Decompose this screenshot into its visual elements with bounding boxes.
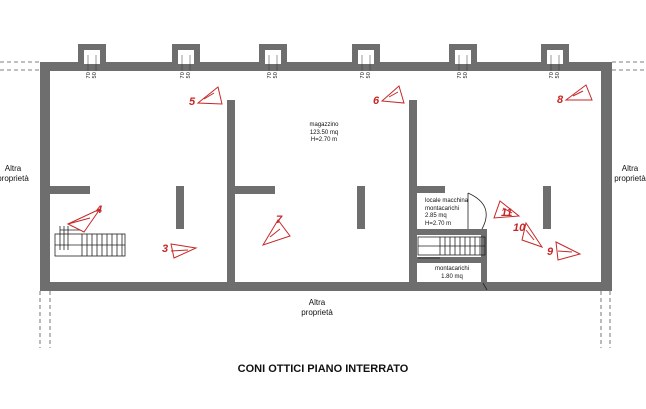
window-dim-4: 70 50 xyxy=(360,72,372,79)
cone-7-label: 7 xyxy=(276,214,283,226)
window-dim-1: 70 50 xyxy=(86,72,98,79)
label-locale-macchina: locale macchina montacarichi 2.85 mq H=2… xyxy=(425,198,469,227)
window-dim-6: 70 50 xyxy=(549,72,561,79)
cone-6-label: 6 xyxy=(373,95,380,107)
cone-10-label: 10 xyxy=(513,222,526,234)
cone-11-label: 11 xyxy=(501,207,513,219)
label-montacarichi: montacarichi 1.80 mq xyxy=(434,266,469,280)
outer-walls xyxy=(40,62,612,291)
label-altra-right: Altra proprietà xyxy=(614,164,646,183)
stairs-right xyxy=(417,236,486,259)
label-magazzino: magazzino 123.50 mq H=2.70 m xyxy=(309,122,339,143)
window-wells xyxy=(78,44,569,64)
cone-3-label: 3 xyxy=(162,243,169,255)
cone-4-label: 4 xyxy=(96,204,103,216)
cone-5-label: 5 xyxy=(189,96,196,108)
cone-9-label: 9 xyxy=(547,246,554,258)
label-altra-bottom: Altra proprietà xyxy=(301,298,333,317)
window-dim-3: 70 50 xyxy=(267,72,279,79)
door-swing xyxy=(467,192,488,291)
property-boundary-lines xyxy=(0,61,646,348)
label-altra-left: Altra proprietà xyxy=(0,164,29,183)
drawing-title: CONI OTTICI PIANO INTERRATO xyxy=(237,363,409,375)
stairs-left xyxy=(54,226,126,257)
optical-cones xyxy=(66,84,593,261)
interior-walls xyxy=(50,100,551,282)
window-dim-2: 70 50 xyxy=(180,72,192,79)
window-dim-5: 70 50 xyxy=(457,72,469,79)
cone-8-label: 8 xyxy=(557,94,564,106)
